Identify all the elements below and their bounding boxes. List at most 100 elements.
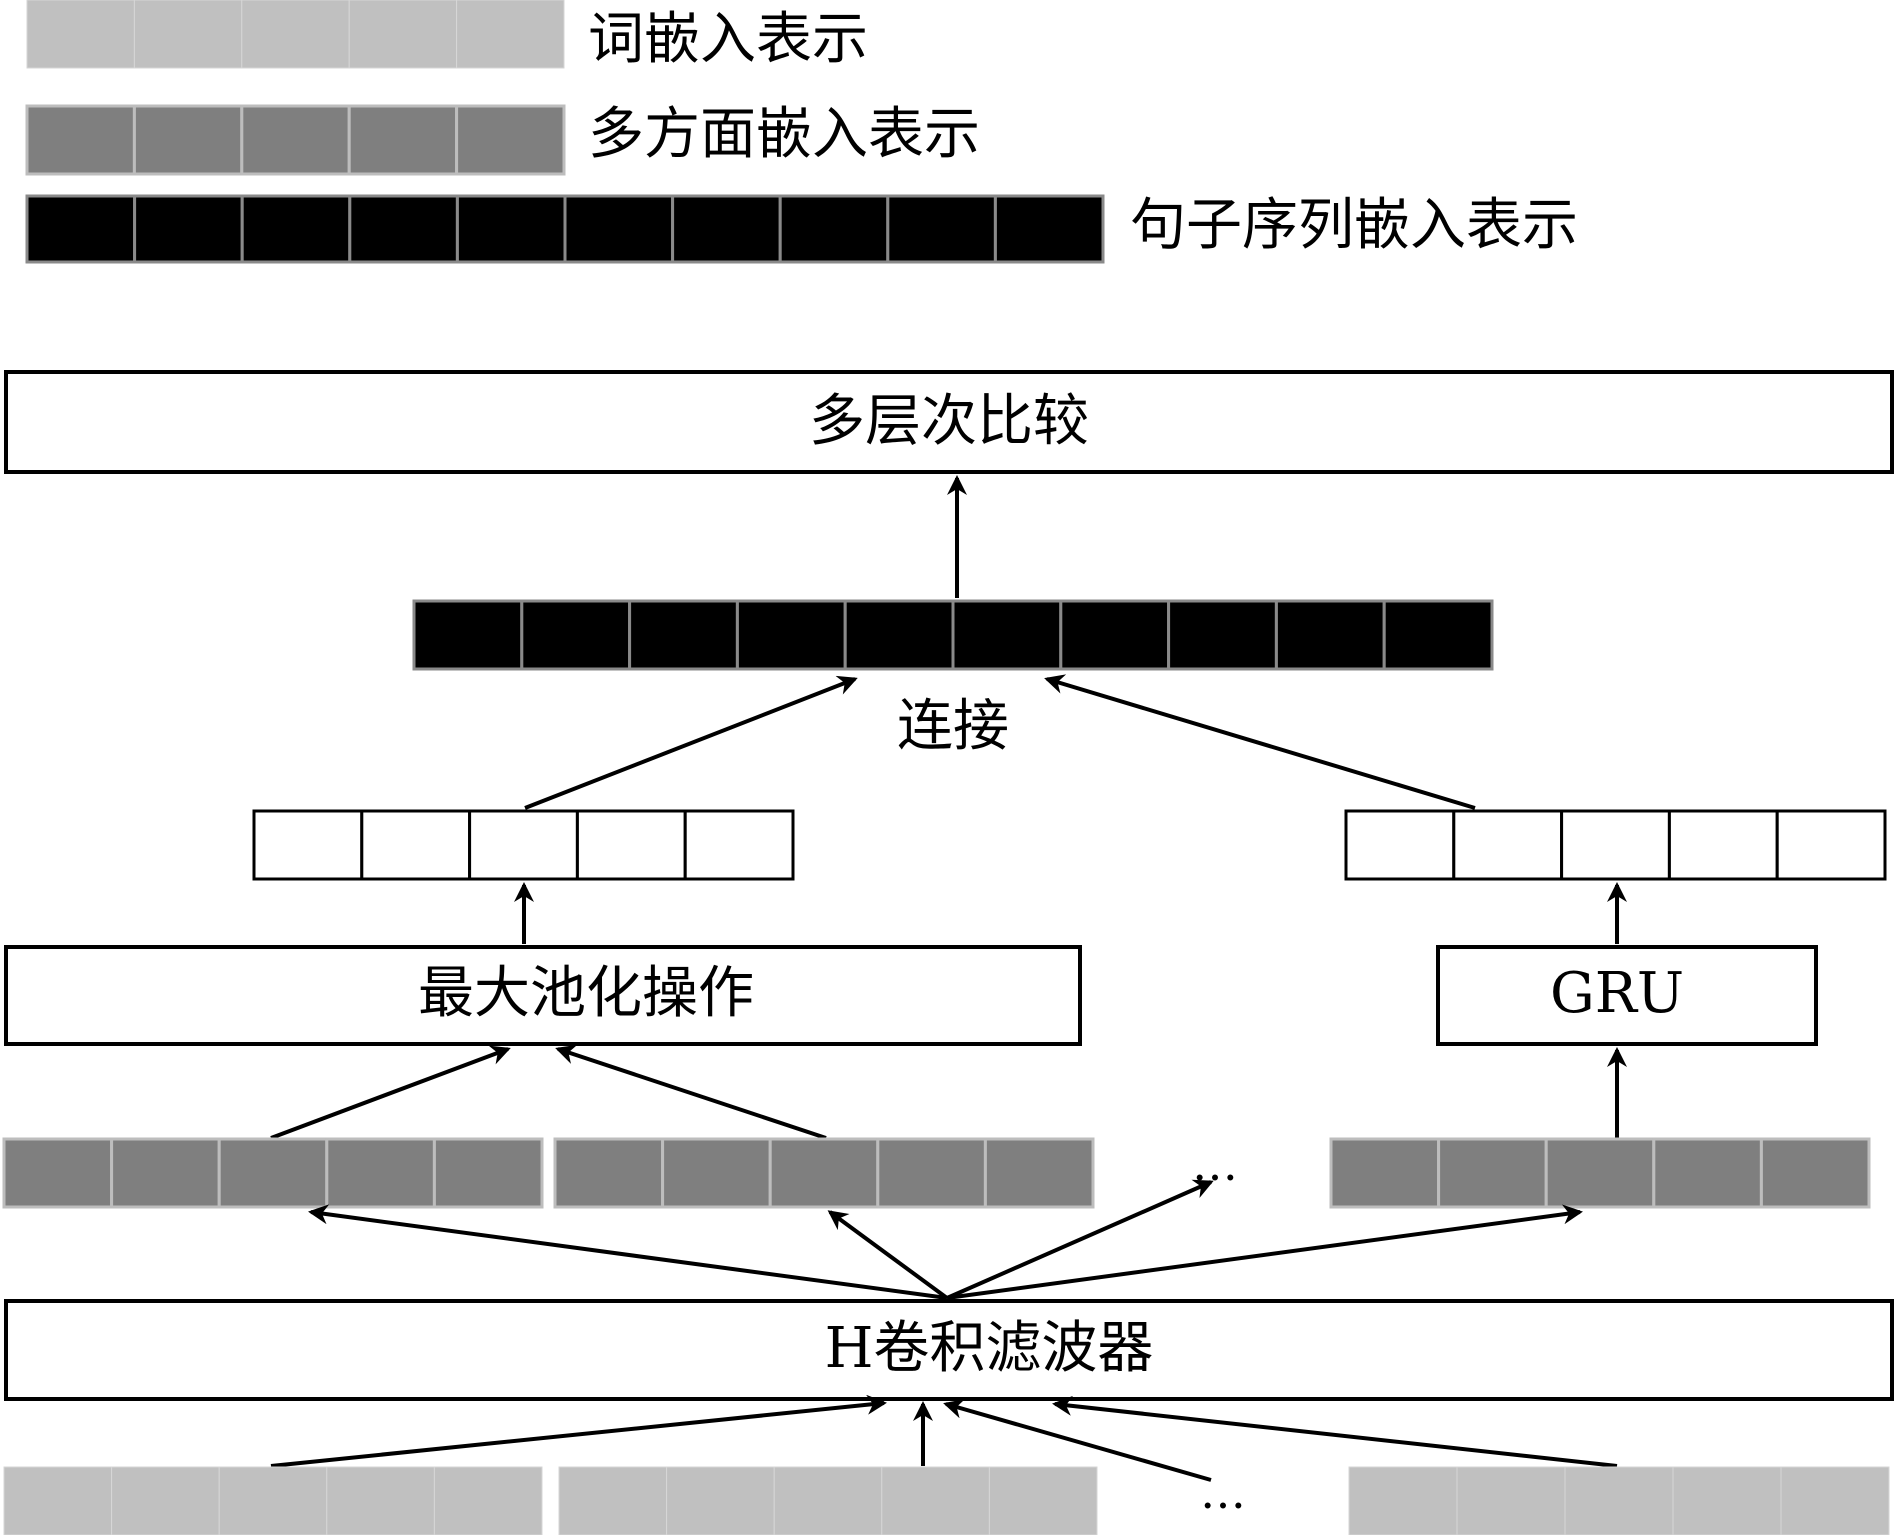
arrow-gru-to-concat (1044, 674, 1476, 810)
vector-cell (240, 194, 352, 264)
vector-cell (412, 599, 524, 671)
vector-cell (553, 1137, 665, 1209)
vector-cell (683, 809, 795, 881)
vector-cell (661, 1137, 772, 1209)
gru-box: GRU (1436, 945, 1818, 1046)
vector-cell (468, 809, 579, 881)
gru-box-frame (1436, 945, 1818, 1046)
vector-cell (563, 194, 675, 264)
aspect-group-1 (2, 1137, 544, 1209)
vector-cell (1437, 1137, 1548, 1209)
vector-cell (1456, 1466, 1566, 1535)
aspect-ellipsis: … (1192, 1137, 1238, 1191)
vector-cell (1329, 1137, 1441, 1209)
arrow-conv-to-aspect3 (946, 1204, 1583, 1300)
vector-cell (773, 1466, 883, 1535)
legend-sentence-embedding: 句子序列嵌入表示 (25, 193, 1578, 264)
arrow-conv-to-aspect2 (827, 1210, 949, 1300)
pool-output-vector (252, 809, 795, 881)
vector-cell (1759, 1137, 1871, 1209)
vector-cell (25, 194, 137, 264)
vector-cell (110, 1137, 221, 1209)
concat-label: 连接 (897, 694, 1009, 759)
word-group-1 (3, 1466, 543, 1535)
vector-cell (240, 104, 351, 176)
word-ellipsis: … (1200, 1465, 1246, 1519)
word-group-2 (558, 1466, 1098, 1535)
conv-box-label: H卷积滤波器 (825, 1316, 1154, 1381)
arrow-pool-to-concat (524, 675, 858, 810)
vector-cell (348, 0, 458, 69)
vector-cell (360, 809, 472, 881)
vector-cell (520, 599, 632, 671)
maxpool-box-label: 最大池化操作 (418, 961, 754, 1026)
maxpool-box-frame (4, 945, 1082, 1046)
vector-cell (1348, 1466, 1458, 1535)
vector-cell (666, 1466, 775, 1535)
vector-cell (455, 194, 567, 264)
compare-box-label: 多层次比较 (809, 389, 1089, 454)
vector-cell (1344, 809, 1456, 881)
vector-cell (25, 104, 136, 176)
vector-cell (3, 1466, 113, 1535)
vector-cell (876, 1137, 987, 1209)
vector-cell (671, 194, 782, 264)
vector-cell (735, 599, 847, 671)
vector-cell (843, 599, 955, 671)
arrow-word1-to-conv (270, 1394, 887, 1468)
arrow-conv-to-ellipsis (946, 1179, 1214, 1300)
conv-box-frame (4, 1299, 1894, 1401)
vector-cell (886, 194, 997, 264)
vector-cell (993, 194, 1105, 264)
maxpool-box: 最大池化操作 (4, 945, 1082, 1046)
compare-box-frame (4, 370, 1894, 474)
vector-cell (347, 104, 459, 176)
vector-cell (111, 1466, 220, 1535)
vector-cell (1382, 599, 1494, 671)
arrow-ellipsis-to-conv (943, 1399, 1212, 1482)
aspect-group-2 (553, 1137, 1095, 1209)
legend-sentence-label: 句子序列嵌入表示 (1130, 193, 1578, 258)
vector-cell (1452, 809, 1564, 881)
compare-box: 多层次比较 (4, 370, 1894, 474)
arrow-conv-to-aspect1 (308, 1204, 948, 1300)
vector-cell (241, 0, 350, 69)
vector-cell (951, 599, 1063, 671)
aspect-group-3 (1329, 1137, 1871, 1209)
gru-output-vector (1344, 809, 1887, 881)
vector-cell (558, 1466, 668, 1535)
vector-cell (1059, 599, 1171, 671)
vector-cell (132, 104, 244, 176)
vector-cell (133, 0, 243, 69)
vector-cell (983, 1137, 1095, 1209)
vector-cell (433, 1466, 543, 1535)
vector-cell (218, 1466, 328, 1535)
vector-cell (768, 1137, 880, 1209)
vector-cell (1667, 809, 1779, 881)
vector-cell (432, 1137, 544, 1209)
vector-cell (326, 1466, 435, 1535)
legend-sentence-swatch (25, 194, 1105, 264)
vector-cell (1564, 1466, 1674, 1535)
legend-word-embedding: 词嵌入表示 (26, 0, 868, 72)
vector-cell (1775, 809, 1887, 881)
vector-cell (988, 1466, 1098, 1535)
gru-box-label: GRU (1550, 961, 1684, 1026)
vector-cell (881, 1466, 990, 1535)
vector-cell (348, 194, 459, 264)
vector-cell (778, 194, 890, 264)
vector-cell (1652, 1137, 1763, 1209)
vector-cell (325, 1137, 436, 1209)
legend-aspect-embedding: 多方面嵌入表示 (25, 102, 980, 176)
vector-cell (456, 0, 565, 69)
vector-cell (1560, 809, 1671, 881)
vector-cell (2, 1137, 114, 1209)
legend-aspect-label: 多方面嵌入表示 (588, 102, 980, 167)
vector-cell (133, 194, 244, 264)
vector-cell (1780, 1466, 1890, 1535)
vector-cell (26, 0, 135, 69)
vector-cell (1274, 599, 1386, 671)
word-group-3 (1348, 1466, 1890, 1535)
sentence-vector (412, 599, 1494, 671)
